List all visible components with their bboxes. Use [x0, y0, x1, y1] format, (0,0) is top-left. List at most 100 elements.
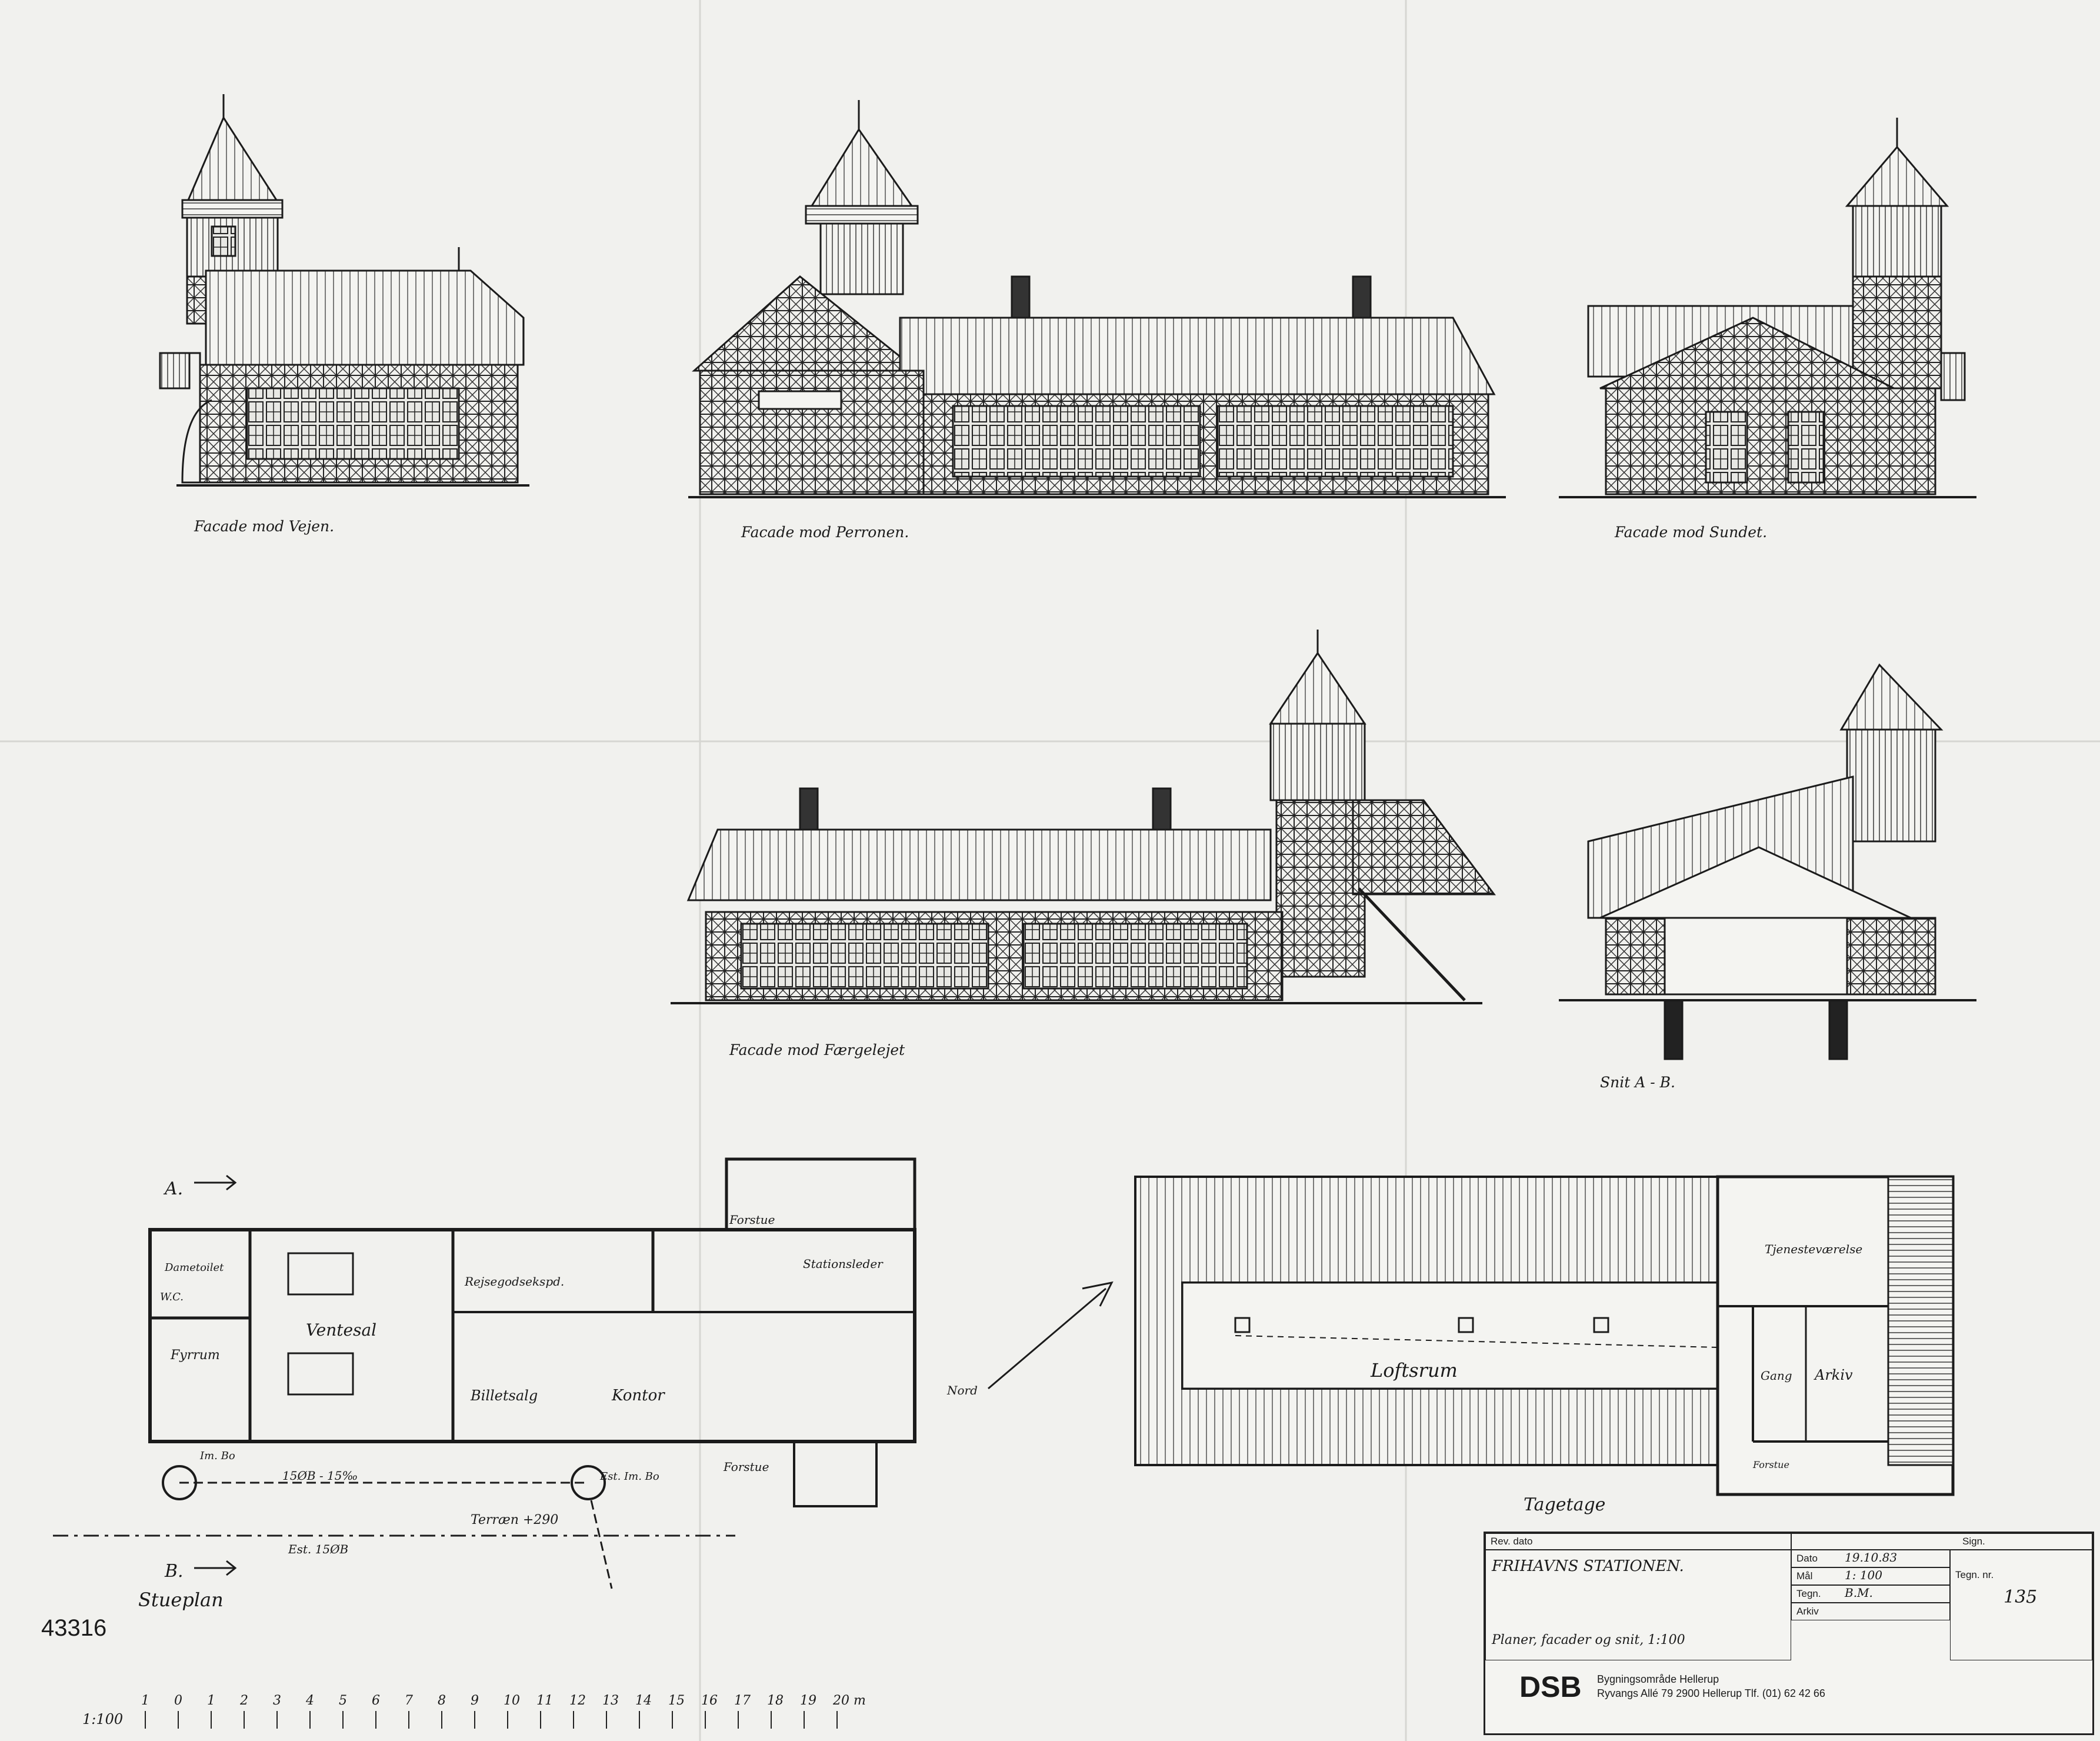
- scale-tick-mark: [441, 1711, 442, 1729]
- scale-tick-label: 11: [536, 1693, 553, 1708]
- scale-tick-mark: [836, 1711, 838, 1729]
- label-ground-plan: Stueplan: [138, 1589, 224, 1611]
- room-waiting-room: Ventesal: [306, 1320, 376, 1340]
- archive-cell: Arkiv: [1791, 1603, 1950, 1620]
- scale-tick-label: 12: [569, 1693, 586, 1708]
- label-roof-floor: Tagetage: [1524, 1494, 1606, 1515]
- room-entrance-2: Forstue: [723, 1460, 769, 1474]
- section-mark-b: B.: [164, 1561, 184, 1582]
- section-a-b: [1559, 663, 1976, 1060]
- room-women-toilet: Dametoilet: [164, 1261, 224, 1274]
- scale-tick-label: 14: [635, 1693, 652, 1708]
- scale-tick-mark: [408, 1711, 409, 1729]
- label-facade-sound: Facade mod Sundet.: [1615, 524, 1768, 541]
- scale-cell: Mål 1: 100: [1791, 1567, 1950, 1585]
- scale-tick-label: 19: [800, 1693, 816, 1708]
- scale-tick-mark: [276, 1711, 278, 1729]
- facade-sound-elevation: [1559, 118, 1976, 498]
- dsb-logo: DSB: [1519, 1670, 1582, 1703]
- rev-date-cell: Rev. dato: [1485, 1533, 1791, 1550]
- scale-tick-mark: [573, 1711, 574, 1729]
- office-line-2: Ryvangs Allé 79 2900 Hellerup Tlf. (01) …: [1597, 1687, 1825, 1699]
- date-value: 19.10.83: [1845, 1550, 1898, 1564]
- scale-tick-mark: [771, 1711, 772, 1729]
- drawing-number-cell: Tegn. nr. 135: [1950, 1550, 2092, 1660]
- drain-label-2: Est. Im. Bo: [599, 1470, 659, 1483]
- scale-tick-mark: [639, 1711, 640, 1729]
- scale-tick-label: 8: [438, 1693, 446, 1708]
- facade-road-elevation: [159, 94, 529, 487]
- pipe-label: 15ØB - 15‰: [282, 1469, 358, 1483]
- room-staff: Tjenesteværelse: [1765, 1242, 1862, 1256]
- scale-tick-label: 20 m: [833, 1693, 866, 1708]
- sign-label: Sign.: [1962, 1536, 1985, 1547]
- sign-cell: Sign.: [1791, 1533, 2092, 1550]
- scale-tick-mark: [540, 1711, 541, 1729]
- archive-label: Arkiv: [1796, 1606, 1819, 1617]
- drawn-value: B.M.: [1845, 1586, 1873, 1600]
- north-label: Nord: [946, 1383, 978, 1397]
- room-entrance-1: Forstue: [729, 1213, 775, 1227]
- existing-pipe-label: Est. 15ØB: [288, 1542, 348, 1556]
- dsb-address: Bygningsområde Hellerup Ryvangs Allé 79 …: [1597, 1672, 1825, 1700]
- scale-tick-mark: [178, 1711, 179, 1729]
- scale-tick-label: 7: [405, 1693, 413, 1708]
- room-roof-entrance: Forstue: [1752, 1459, 1789, 1470]
- scale-tick-mark: [309, 1711, 311, 1729]
- section-mark-a: A.: [163, 1179, 183, 1199]
- office-line-1: Bygningsområde Hellerup: [1597, 1673, 1719, 1685]
- ground-floor-plan: Ventesal Fyrrum Billetsalg Kontor Rejseg…: [53, 1157, 1114, 1589]
- scale-tick-mark: [474, 1711, 475, 1729]
- scale-tick-label: 2: [240, 1693, 248, 1708]
- roof-floor-plan: Loftsrum Tjenesteværelse Arkiv Gang Fors…: [1134, 1175, 1955, 1496]
- room-archive: Arkiv: [1814, 1367, 1853, 1383]
- scale-tick-label: 10: [504, 1693, 520, 1708]
- facade-platform-elevation: [688, 100, 1506, 498]
- scale-tick-mark: [738, 1711, 739, 1729]
- room-wc: W.C.: [160, 1291, 184, 1303]
- drawing-number-label: Tegn. nr.: [1955, 1569, 1994, 1580]
- drawing-number-value: 135: [2004, 1587, 2038, 1607]
- scale-tick-mark: [342, 1711, 344, 1729]
- drawing-description: Planer, facader og snit, 1:100: [1492, 1633, 1685, 1647]
- scale-tick-label: 1: [207, 1693, 215, 1708]
- label-facade-road: Facade mod Vejen.: [194, 518, 335, 535]
- room-attic: Loftsrum: [1370, 1359, 1458, 1382]
- scale-tick-mark: [211, 1711, 212, 1729]
- scale-tick-mark: [507, 1711, 508, 1729]
- label-facade-ferry: Facade mod Færgelejet: [729, 1041, 905, 1058]
- date-label: Dato: [1796, 1553, 1818, 1564]
- terrace-level: Terræn +290: [471, 1513, 558, 1527]
- scale-tick-label: 17: [734, 1693, 751, 1708]
- label-facade-platform: Facade mod Perronen.: [741, 524, 909, 541]
- scale-tick-mark: [375, 1711, 376, 1729]
- room-luggage: Rejsegodsekspd.: [464, 1274, 564, 1289]
- date-cell: Dato 19.10.83: [1791, 1550, 1950, 1567]
- drain-label-1: Im. Bo: [199, 1450, 235, 1462]
- facade-ferry-elevation: [671, 630, 1496, 1004]
- scale-tick-label: 6: [372, 1693, 380, 1708]
- scale-tick-label: 5: [339, 1693, 347, 1708]
- scale-tick-label: 16: [701, 1693, 718, 1708]
- room-ticket-sales: Billetsalg: [470, 1387, 538, 1404]
- scale-tick-label: 13: [602, 1693, 619, 1708]
- title-block: Rev. dato FRIHAVNS STATIONEN. Planer, fa…: [1484, 1532, 2094, 1735]
- scale-tick-mark: [804, 1711, 805, 1729]
- label-section: Snit A - B.: [1600, 1074, 1675, 1091]
- drawn-label: Tegn.: [1796, 1588, 1821, 1599]
- scale-tick-mark: [705, 1711, 706, 1729]
- scale-tick-mark: [244, 1711, 245, 1729]
- scale-tick-label: 15: [668, 1693, 685, 1708]
- drawn-cell: Tegn. B.M.: [1791, 1585, 1950, 1603]
- scale-value: 1: 100: [1845, 1568, 1882, 1582]
- scale-tick-label: 1: [141, 1693, 149, 1708]
- room-office: Kontor: [611, 1387, 665, 1404]
- scale-tick-label: 18: [767, 1693, 784, 1708]
- scale-tick-mark: [606, 1711, 607, 1729]
- scale-label: Mål: [1796, 1570, 1813, 1582]
- project-cell: FRIHAVNS STATIONEN. Planer, facader og s…: [1485, 1550, 1791, 1660]
- rev-date-label: Rev. dato: [1491, 1536, 1533, 1547]
- scale-bar-label: 1:100: [82, 1711, 124, 1727]
